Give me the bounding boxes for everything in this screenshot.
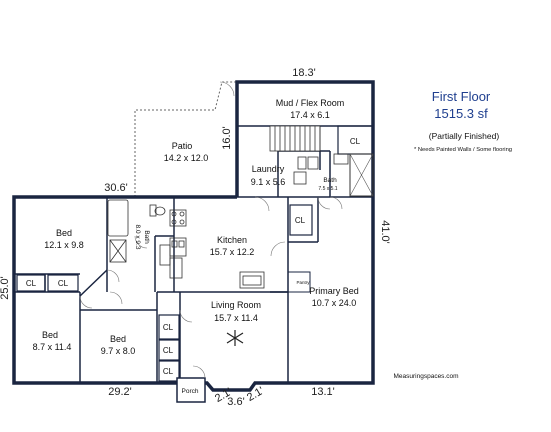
bed-c-dims: 9.7 x 8.0 [101,346,136,356]
floor-status: (Partially Finished) [429,131,500,141]
bedroom-closets [16,274,180,382]
bed-a-label: Bed [56,228,72,238]
closet-label-bed-a-right: CL [58,279,69,288]
dryer [307,156,319,170]
kitchen-dims: 15.7 x 12.2 [210,247,255,257]
closet-label-hall-3: CL [163,367,174,376]
dim-bay-mid: 3.6' [227,396,244,408]
laundry-label: Laundry [252,164,285,174]
pantry-box [287,271,311,293]
dim-patio-side: 16.0' [221,126,233,150]
patio-outline [134,81,237,197]
shower-diagonal-b [349,153,374,197]
closet-label-hall-2: CL [163,346,174,355]
dim-bottom-right: 13.1' [311,386,335,398]
sink-small [333,153,349,165]
porch-box [176,377,206,403]
dim-left: 25.0' [0,276,11,300]
mud-flex-label: Mud / Flex Room [276,98,345,108]
kitchen-label: Kitchen [217,235,247,245]
primary-bed-dims: 10.7 x 24.0 [312,298,357,308]
dim-bottom-left: 29.2' [108,386,132,398]
closet-label-laundry: CL [295,216,306,225]
bath-small-dims: 7.5 x 5.1 [318,186,337,192]
bed-b-dims: 8.7 x 11.4 [33,342,72,352]
closet-label-hall-1: CL [163,323,174,332]
bed-b-label: Bed [42,330,58,340]
floor-title: First Floor [432,89,491,104]
patio-dims: 14.2 x 12.0 [164,153,209,163]
mud-flex-dims: 17.4 x 6.1 [290,110,330,120]
dim-right: 41.0' [379,220,391,244]
laundry-dims: 9.1 x 5.6 [251,177,286,187]
interior-walls [14,125,373,383]
ceiling-fan-icon [226,330,244,346]
patio-label: Patio [172,141,193,151]
living-room-dims: 15.7 x 11.4 [214,313,258,323]
main-bath-fixtures [107,199,166,263]
washer [293,171,307,185]
bath-small-label: Bath [323,177,337,184]
bed-c-label: Bed [110,334,126,344]
living-room-label: Living Room [211,300,261,310]
dim-top: 18.3' [292,67,316,79]
laundry-closet [289,204,313,236]
floor-note: * Needs Painted Walls / Some flooring [414,147,512,153]
closet-label-bed-a-left: CL [26,279,37,288]
closet-label-mud: CL [350,137,361,146]
kitchen-fixtures [159,209,265,289]
stairs [269,125,321,152]
dim-bay-right: 2.1' [245,385,266,404]
door-swings [79,81,343,379]
watermark: Measuringspaces.com [393,373,458,380]
bed-a-dims: 12.1 x 9.8 [44,240,84,250]
exterior-walls [12,80,375,392]
toilet-small [297,156,307,170]
shower-small [349,153,374,197]
primary-bed-label: Primary Bed [309,286,359,296]
porch-label: Porch [182,388,199,395]
floor-area: 1515.3 sf [434,106,488,121]
bath-main-dims: 8.0 x 9.3 [134,225,141,250]
pantry-label: Pantry [296,280,310,285]
bath-main-label: Bath [143,230,150,244]
dim-patio-bottom: 30.6' [104,182,128,194]
